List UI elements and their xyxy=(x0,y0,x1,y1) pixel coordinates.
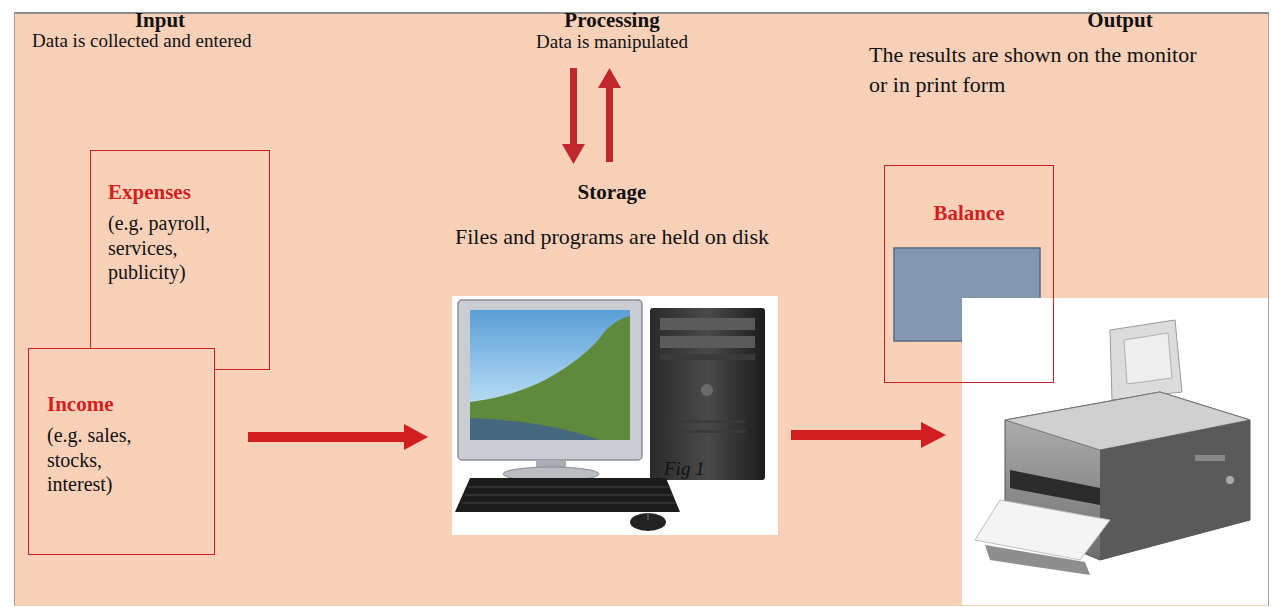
column-description: The results are shown on the monitor or … xyxy=(869,40,1199,99)
storage-description: Files and programs are held on disk xyxy=(402,224,822,250)
box-heading: Income xyxy=(47,391,200,417)
computer-illustration xyxy=(452,296,778,535)
expense-box: Expenses (e.g. payroll, services, publici… xyxy=(90,150,270,370)
column-heading: Output xyxy=(1020,8,1220,33)
box-body: (e.g. sales, stocks, interest) xyxy=(47,423,172,496)
printer-illustration xyxy=(962,298,1268,605)
storage-arrows xyxy=(562,68,621,164)
storage-heading: Storage xyxy=(462,180,762,205)
box-body: (e.g. payroll, services, publicity) xyxy=(108,211,220,284)
income-box: Income (e.g. sales, stocks, interest) xyxy=(28,348,215,555)
figure-label: Fig 1 xyxy=(664,458,724,481)
column-description: Data is manipulated xyxy=(462,31,762,54)
column-description: Data is collected and entered xyxy=(32,30,362,53)
balance-box: Balance xyxy=(884,165,1054,383)
column-heading: Input xyxy=(60,8,260,33)
column-heading: Processing xyxy=(462,8,762,33)
box-heading: Expenses xyxy=(108,179,255,205)
box-heading: Balance xyxy=(893,200,1045,226)
